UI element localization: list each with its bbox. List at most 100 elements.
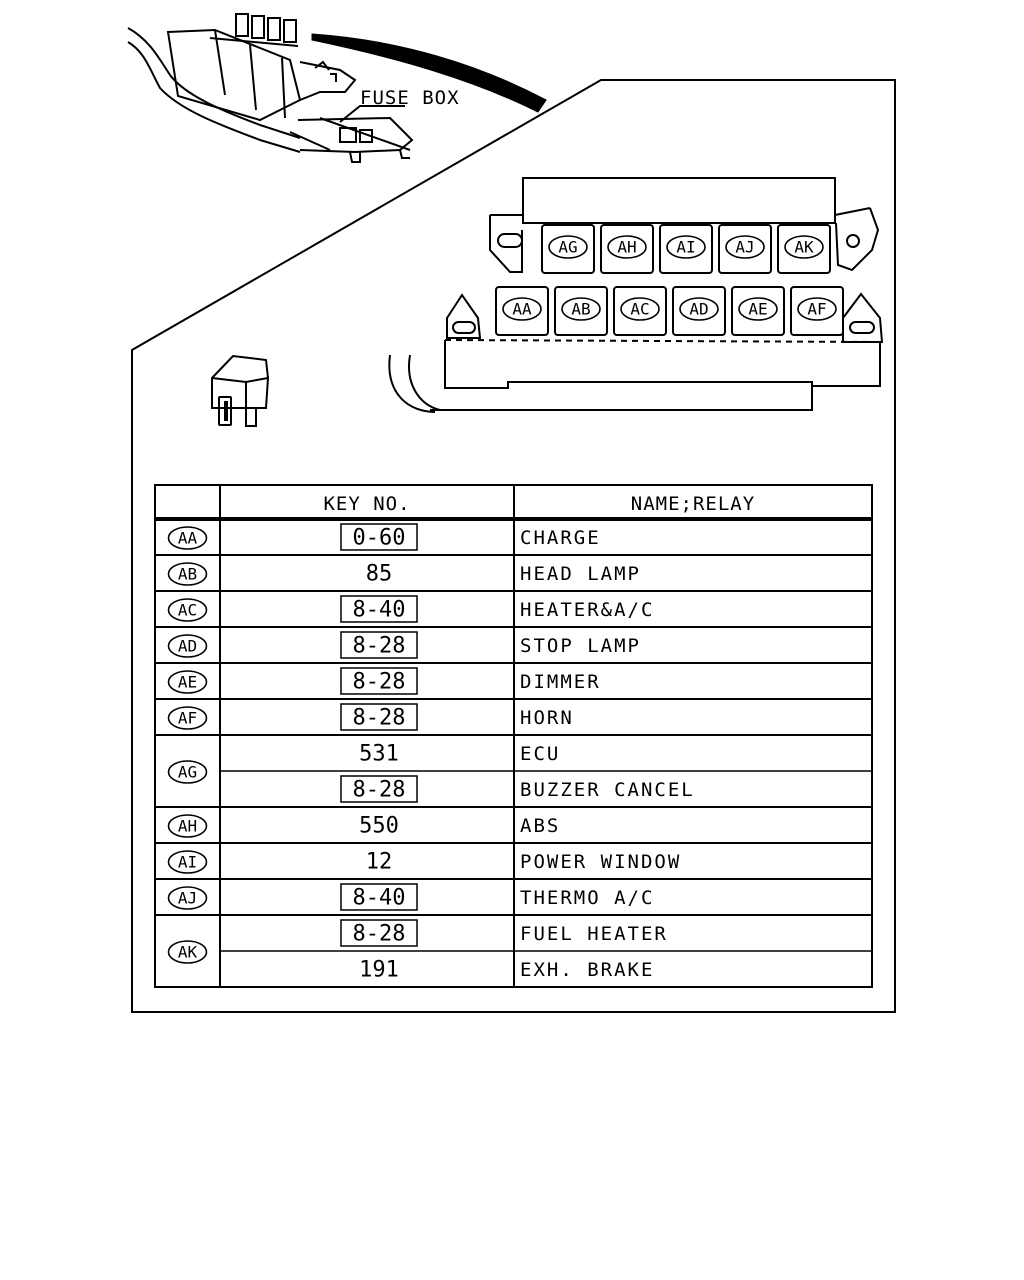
left-bottom-slot <box>452 321 476 334</box>
relay-slot-frame <box>554 286 608 336</box>
key-number: 8-28 <box>353 670 406 695</box>
relay-name: STOP LAMP <box>520 635 641 657</box>
relay-slot-frame <box>790 286 844 336</box>
relay-code: AB <box>178 565 197 584</box>
relay-code: AI <box>178 853 197 872</box>
relay-name: ECU <box>520 743 560 765</box>
relay-slot-aj: AJ <box>718 224 772 274</box>
key-number-box <box>340 631 418 659</box>
left-top-slot <box>497 233 523 248</box>
relay-slot-code: AK <box>794 238 814 257</box>
relay-code: AC <box>178 601 197 620</box>
relay-name: BUZZER CANCEL <box>520 779 695 801</box>
relay-block-cover <box>522 177 836 224</box>
code-circle <box>167 670 208 694</box>
detail-panel-frame <box>131 79 896 1013</box>
relay-name: EXH. BRAKE <box>520 959 654 981</box>
key-number: 550 <box>359 814 399 839</box>
relay-slot-circle <box>679 297 719 321</box>
relay-slot-circle <box>607 235 647 259</box>
fuse-box-pointer <box>311 33 547 113</box>
relay-slot-circle <box>725 235 765 259</box>
code-circle <box>167 526 208 550</box>
relay-slot-circle <box>548 235 588 259</box>
relay-slot-ac: AC <box>613 286 667 336</box>
relay-slot-frame <box>672 286 726 336</box>
key-number: 8-28 <box>353 706 406 731</box>
table-row-group: 531 ECU 8-28 BUZZER CANCEL AG <box>167 742 872 803</box>
relay-slot-code: AA <box>512 300 532 319</box>
relay-slot-code: AC <box>630 300 649 319</box>
relay-code: AA <box>178 529 198 548</box>
right-bottom-slot <box>849 321 875 334</box>
right-top-hole <box>846 234 860 248</box>
right-bottom-bracket <box>842 292 884 343</box>
header-name-relay: NAME;RELAY <box>631 493 755 515</box>
relay-slot-circle <box>666 235 706 259</box>
relay-code: AF <box>178 709 197 728</box>
relay-slot-code: AJ <box>735 238 754 257</box>
relay-name: DIMMER <box>520 671 601 693</box>
relay-slot-ah: AH <box>600 224 654 274</box>
relay-slot-code: AG <box>558 238 577 257</box>
code-circle <box>167 814 208 838</box>
relay-code: AG <box>178 763 197 782</box>
key-number: 0-60 <box>353 526 406 551</box>
relay-slot-ak: AK <box>777 224 831 274</box>
key-number-box <box>340 667 418 695</box>
relay-slot-code: AF <box>807 300 826 319</box>
relay-name: HEAD LAMP <box>520 563 641 585</box>
relay-slot-frame <box>718 224 772 274</box>
key-number-box <box>340 703 418 731</box>
key-number: 8-40 <box>353 886 406 911</box>
relay-slot-ai: AI <box>659 224 713 274</box>
relay-slot-aa: AA <box>495 286 549 336</box>
relay-slot-frame <box>659 224 713 274</box>
relay-slot-ag: AG <box>541 224 595 274</box>
key-number: 531 <box>359 742 399 767</box>
table-row-group: 85 HEAD LAMP AB <box>167 562 641 587</box>
left-bottom-bracket <box>446 293 482 339</box>
relay-code: AD <box>178 637 197 656</box>
key-number: 8-28 <box>353 922 406 947</box>
key-number: 85 <box>366 562 393 587</box>
code-circle <box>167 760 208 784</box>
code-circle <box>167 886 208 910</box>
relay-name: CHARGE <box>520 527 601 549</box>
fuse-box-label-leader <box>339 105 405 123</box>
relay-slot-frame <box>600 224 654 274</box>
table-row-group: 8-28 DIMMER AE <box>167 667 601 695</box>
table-row-group: 8-40 HEATER&A/C AC <box>167 595 654 623</box>
relay-slot-af: AF <box>790 286 844 336</box>
relay-name: HEATER&A/C <box>520 599 654 621</box>
relay-slot-frame <box>541 224 595 274</box>
key-number: 8-40 <box>353 598 406 623</box>
relay-slot-frame <box>613 286 667 336</box>
right-top-bracket <box>835 207 880 272</box>
relay-slot-ab: AB <box>554 286 608 336</box>
relay-code: AK <box>178 943 198 962</box>
header-key-no: KEY NO. <box>323 493 410 515</box>
code-circle <box>167 634 208 658</box>
mounting-rail <box>430 340 813 411</box>
key-number-box <box>340 919 418 947</box>
relay-slot-code: AE <box>748 300 767 319</box>
key-number: 8-28 <box>353 778 406 803</box>
code-circle <box>167 850 208 874</box>
relay-slot-frame <box>777 224 831 274</box>
code-circle <box>167 940 208 964</box>
relay-name: POWER WINDOW <box>520 851 681 873</box>
relay-slot-circle <box>797 297 837 321</box>
relay-slot-frame <box>495 286 549 336</box>
relay-name: ABS <box>520 815 560 837</box>
code-circle <box>167 706 208 730</box>
relay-code: AE <box>178 673 197 692</box>
relay-slot-ae: AE <box>731 286 785 336</box>
key-number-box <box>340 775 418 803</box>
